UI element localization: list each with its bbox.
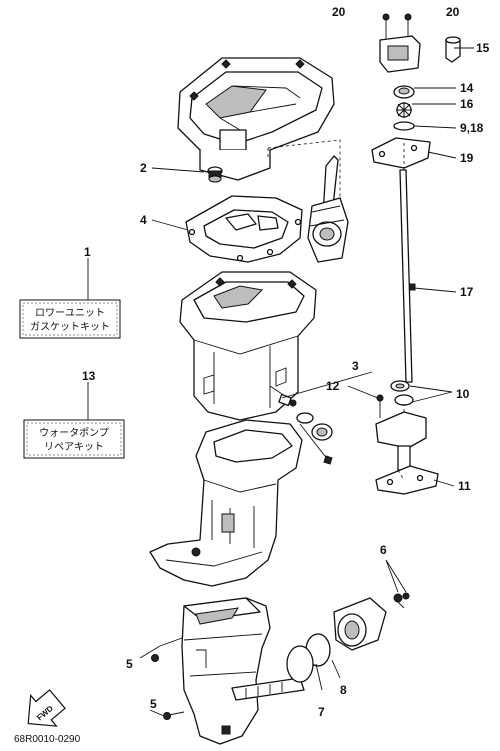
callout-numbers: 2 4 1 3 13 20 20 15 14 16 9,18 19 17 12 … [82,5,490,719]
callout-3: 3 [352,359,359,373]
lower-unit-gasket-kit-label: ロワーユニット ガスケットキット [19,299,121,339]
kit-label-line2: リペアキット [44,442,104,453]
prop-shaft-housing [286,592,410,683]
callout-1: 1 [84,245,91,259]
callout-11: 11 [458,479,471,493]
drain-plug-part-3 [269,385,297,407]
kit-label-line2: ガスケットキット [30,321,110,333]
forward-direction-arrow: FWD [27,689,66,727]
screw-part-5 [139,637,185,720]
hose-fittings [296,412,333,465]
callout-7: 7 [318,705,325,719]
callout-6: 6 [380,543,387,557]
water-pump-components [371,13,461,495]
callout-20: 20 [446,5,460,19]
middle-casing [149,419,303,587]
callout-16: 16 [460,97,474,111]
grommet-part-2 [207,166,223,183]
drive-shaft-bushing [267,139,349,263]
kit-label-line1: ロワーユニット [35,308,105,319]
callout-4: 4 [140,213,147,227]
callout-9-18: 9,18 [460,121,484,135]
callout-17: 17 [460,285,474,299]
callout-5: 5 [150,697,157,711]
kit-label-line1: ウォータポンプ [39,427,109,439]
callout-15: 15 [476,41,490,55]
callout-12: 12 [326,379,340,393]
lower-gearcase [181,597,305,745]
leader-lines [87,47,474,691]
gasket-part-4 [185,195,303,263]
callout-2: 2 [140,161,147,175]
callout-20: 20 [332,5,346,19]
callout-10: 10 [456,387,470,401]
callout-19: 19 [460,151,474,165]
callout-8: 8 [340,683,347,697]
callout-13: 13 [82,369,96,383]
exhaust-guide-housing [179,271,317,421]
callout-5: 5 [126,657,133,671]
document-code: 68R0010-0290 [14,734,81,745]
water-pump-repair-kit-label: ウォータポンプ リペアキット [23,419,125,459]
upper-casing-drawing [177,57,335,181]
callout-14: 14 [460,81,474,95]
